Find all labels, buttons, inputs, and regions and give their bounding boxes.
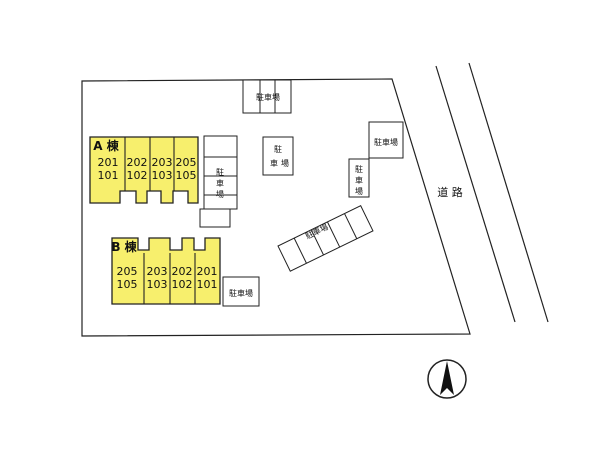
parking-left-column — [203, 135, 238, 210]
road-edge-right — [468, 62, 549, 323]
parking-center-label-3: 場 — [281, 158, 289, 168]
parking-bottom-label: 駐車場 — [229, 288, 253, 298]
parking-right-middle-label-2: 車 — [355, 175, 363, 185]
parking-slanted-row — [277, 205, 374, 272]
parking-left-label-2: 車 — [216, 178, 224, 188]
unit-a3-bottom: 103 — [152, 169, 173, 182]
unit-a1-bottom: 101 — [98, 169, 119, 182]
unit-a2-top: 202 — [127, 156, 148, 169]
unit-a1-top: 201 — [98, 156, 119, 169]
north-compass — [427, 359, 467, 399]
parking-right-middle — [348, 158, 370, 198]
road-label: 道 路 — [437, 185, 463, 199]
unit-b2-top: 203 — [147, 265, 168, 278]
road-edge-left — [435, 65, 516, 323]
building-a — [89, 136, 199, 204]
unit-b3-bottom: 102 — [172, 278, 193, 291]
building-b-label: B 棟 — [111, 239, 137, 254]
unit-a3-top: 203 — [152, 156, 173, 169]
parking-center-label-2: 車 — [270, 158, 278, 168]
unit-b1-bottom: 105 — [117, 278, 138, 291]
building-b-outline — [111, 237, 221, 305]
parking-right-upper — [368, 121, 404, 159]
parking-center — [262, 136, 294, 176]
building-a-label: A 棟 — [93, 138, 119, 153]
unit-a4-top: 205 — [176, 156, 197, 169]
parking-top — [242, 79, 292, 114]
north-arrow-icon — [440, 361, 454, 395]
unit-a2-bottom: 102 — [127, 169, 148, 182]
building-a-outline — [89, 136, 199, 204]
unit-b2-bottom: 103 — [147, 278, 168, 291]
parking-right-middle-label-1: 駐 — [355, 164, 363, 174]
parking-center-label-1: 駐 — [274, 144, 282, 154]
building-b — [111, 237, 221, 305]
parking-bottom — [222, 276, 260, 307]
unit-b4-top: 201 — [197, 265, 218, 278]
parking-right-middle-label-3: 場 — [355, 186, 363, 196]
unit-b3-top: 202 — [172, 265, 193, 278]
parking-right-upper-label: 駐車場 — [374, 137, 398, 147]
unit-a4-bottom: 105 — [176, 169, 197, 182]
parking-left-label-1: 駐 — [216, 167, 224, 177]
parking-left-label-3: 場 — [216, 189, 224, 199]
parking-top-label: 駐車場 — [256, 92, 280, 102]
parking-left-small — [199, 208, 231, 228]
unit-b4-bottom: 101 — [197, 278, 218, 291]
unit-b1-top: 205 — [117, 265, 138, 278]
